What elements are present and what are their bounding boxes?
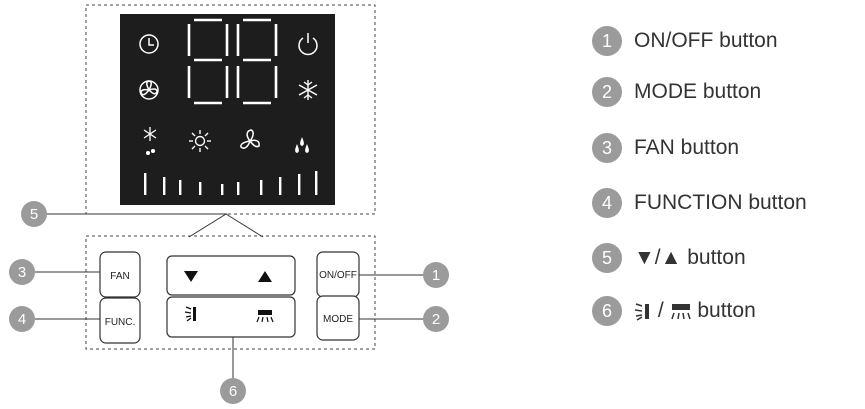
swing-vertical-icon bbox=[184, 306, 196, 322]
callout-3: 3 bbox=[9, 259, 35, 285]
swing-button[interactable] bbox=[166, 296, 296, 338]
legend-item-up-down: 5 ▼/▲ button bbox=[592, 241, 746, 275]
mode-button[interactable]: MODE bbox=[316, 295, 360, 341]
legend-item-onoff: 1 ON/OFF button bbox=[592, 24, 778, 58]
down-arrow-icon bbox=[184, 271, 198, 282]
swing-horizontal-icon bbox=[670, 304, 691, 320]
legend-number: 1 bbox=[592, 26, 622, 56]
mode-button-label: MODE bbox=[323, 314, 353, 325]
legend-text-swing: / button bbox=[634, 299, 756, 323]
fan-speed-icon bbox=[139, 80, 159, 100]
up-down-button[interactable] bbox=[166, 255, 296, 296]
onoff-button[interactable]: ON/OFF bbox=[316, 251, 360, 298]
legend-item-fan: 3 FAN button bbox=[592, 131, 739, 165]
callout-4: 4 bbox=[9, 306, 35, 332]
svg-text:3: 3 bbox=[18, 264, 26, 281]
legend-number: 3 bbox=[592, 133, 622, 163]
svg-text:1: 1 bbox=[432, 267, 440, 284]
legend-number: 6 bbox=[592, 296, 622, 326]
dry-mode-icon bbox=[295, 137, 309, 153]
seven-segment-display bbox=[187, 18, 278, 105]
legend-item-mode: 2 MODE button bbox=[592, 75, 761, 109]
snowflake-icon bbox=[298, 80, 318, 100]
clock-icon bbox=[139, 34, 159, 54]
legend-item-swing: 6 / button bbox=[592, 294, 756, 328]
legend-number: 2 bbox=[592, 77, 622, 107]
cool-mode-icon bbox=[143, 127, 157, 156]
legend-text: ▼/▲ button bbox=[634, 246, 746, 269]
callout-2: 2 bbox=[423, 306, 449, 332]
callout-6: 6 bbox=[220, 378, 246, 404]
svg-text:6: 6 bbox=[229, 383, 237, 400]
power-icon bbox=[298, 33, 318, 56]
legend-number: 4 bbox=[592, 188, 622, 218]
svg-text:4: 4 bbox=[18, 311, 26, 328]
callout-5: 5 bbox=[21, 201, 47, 227]
up-arrow-icon bbox=[258, 271, 272, 282]
legend-text: ON/OFF button bbox=[634, 29, 778, 52]
legend-number: 5 bbox=[592, 243, 622, 273]
onoff-button-label: ON/OFF bbox=[319, 270, 357, 281]
legend-text: FAN button bbox=[634, 136, 740, 159]
func-button-label: FUNC. bbox=[105, 317, 136, 328]
legend-text: FUNCTION button bbox=[634, 191, 807, 214]
legend-text: MODE button bbox=[634, 80, 762, 103]
legend-item-function: 4 FUNCTION button bbox=[592, 186, 807, 220]
fan-button-label: FAN bbox=[110, 271, 129, 282]
callout-lines bbox=[34, 213, 424, 380]
svg-text:5: 5 bbox=[30, 206, 38, 223]
level-bars bbox=[144, 171, 318, 195]
swing-horizontal-icon bbox=[256, 310, 274, 323]
func-button[interactable]: FUNC. bbox=[99, 297, 141, 344]
button-panel-outline bbox=[85, 235, 376, 350]
svg-text:2: 2 bbox=[432, 311, 440, 328]
callout-1: 1 bbox=[423, 262, 449, 288]
swing-vertical-icon bbox=[634, 303, 649, 322]
fan-button[interactable]: FAN bbox=[99, 251, 141, 298]
sun-icon bbox=[189, 130, 211, 152]
display-panel-outline bbox=[85, 4, 376, 215]
fan-mode-icon bbox=[240, 129, 260, 149]
